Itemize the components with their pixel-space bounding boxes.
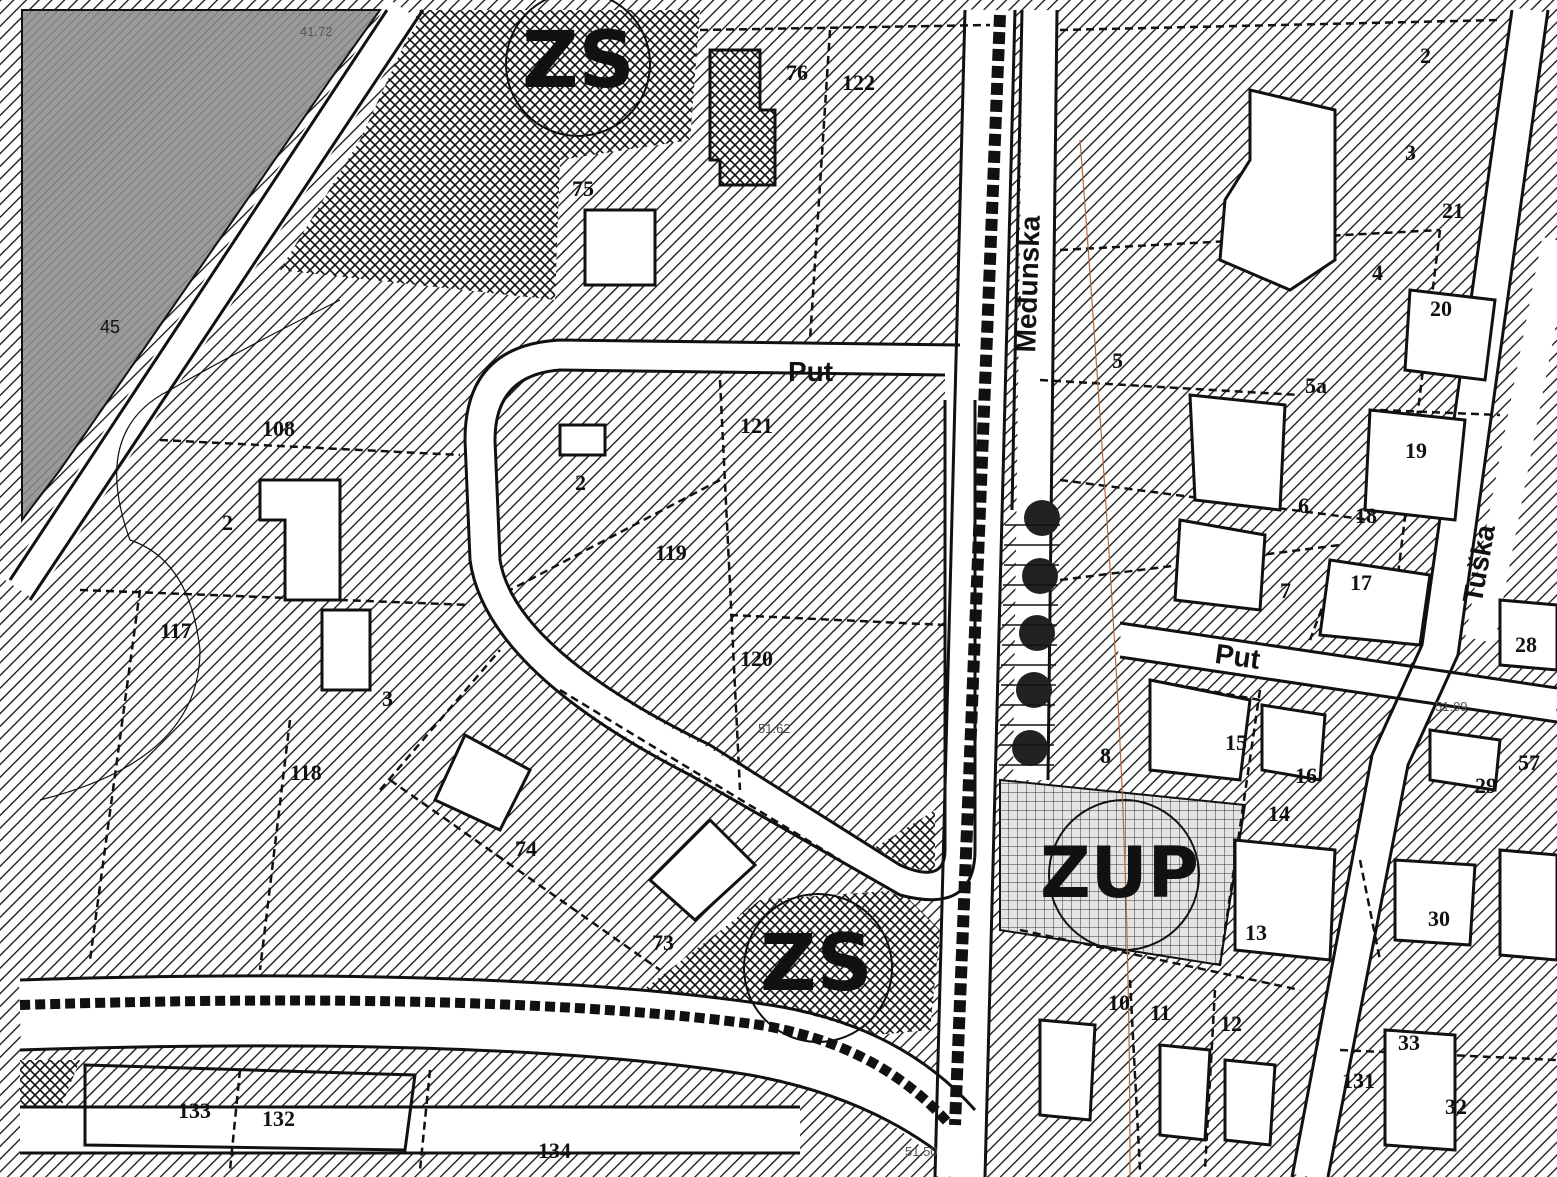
parcel-118: 118 xyxy=(290,760,322,785)
parcel-30: 30 xyxy=(1428,906,1450,931)
parcel-108: 108 xyxy=(262,416,295,441)
parcel-57: 57 xyxy=(1518,750,1540,775)
parcel-12: 12 xyxy=(1220,1011,1242,1036)
cross-hatched-edge xyxy=(20,1060,80,1110)
zs-top-area xyxy=(280,10,700,300)
parcel-131: 131 xyxy=(1342,1068,1375,1093)
parcel-5: 5 xyxy=(1112,348,1123,373)
parcel-4: 4 xyxy=(1372,260,1383,285)
zone-label-zup: ZUP xyxy=(1040,832,1199,914)
sidewalk-lines xyxy=(999,524,1060,766)
parcel-6: 6 xyxy=(1298,493,1309,518)
parcel-75: 75 xyxy=(572,176,594,201)
parcel-14: 14 xyxy=(1268,801,1290,826)
zone-label-zs-top: ZS xyxy=(522,16,635,106)
parcel-11: 11 xyxy=(1150,1000,1171,1025)
parcel-10: 10 xyxy=(1108,990,1130,1015)
parcel-74: 74 xyxy=(515,836,537,861)
parcel-28: 28 xyxy=(1515,632,1537,657)
parcel-21: 21 xyxy=(1442,198,1464,223)
parcel-2-left: 2 xyxy=(222,510,233,535)
parcel-2-right: 2 xyxy=(1420,43,1431,68)
street-label-put-top: Put xyxy=(788,356,834,387)
parcel-122: 122 xyxy=(842,70,875,95)
parcel-132: 132 xyxy=(262,1106,295,1131)
zs-top-circle xyxy=(505,0,651,137)
zup-circle xyxy=(1048,799,1200,951)
parcel-15: 15 xyxy=(1225,730,1247,755)
parcel-18: 18 xyxy=(1355,503,1377,528)
parcel-134: 134 xyxy=(538,1138,571,1163)
elevation-45: 45 xyxy=(100,317,121,337)
parcel-8: 8 xyxy=(1100,743,1111,768)
parcel-73: 73 xyxy=(652,930,674,955)
parcel-32: 32 xyxy=(1445,1094,1467,1119)
parcel-120: 120 xyxy=(740,646,773,671)
grey-zone xyxy=(21,9,382,523)
elevation-51-09: 51.09 xyxy=(1435,699,1468,714)
utility-line xyxy=(1079,139,1131,1177)
parcel-13: 13 xyxy=(1245,920,1267,945)
contour-line xyxy=(39,299,341,801)
parcel-17: 17 xyxy=(1350,570,1372,595)
parcel-16: 16 xyxy=(1295,763,1317,788)
railway-vertical xyxy=(949,14,1006,1126)
parcel-29: 29 xyxy=(1475,773,1497,798)
street-label-put-right: Put xyxy=(1213,638,1263,675)
railway-bottom xyxy=(19,995,954,1129)
parcel-119: 119 xyxy=(655,540,687,565)
elevation-41-72: 41.72 xyxy=(300,24,333,39)
parcel-121: 121 xyxy=(740,413,773,438)
parcel-33: 33 xyxy=(1398,1030,1420,1055)
elevation-51-50: 51.50 xyxy=(905,1144,938,1159)
parcel-117: 117 xyxy=(160,618,192,643)
buildings xyxy=(83,48,1557,1152)
street-label-medunska: Međunska xyxy=(1010,215,1046,353)
parcel-76: 76 xyxy=(786,60,808,85)
parcel-3-right: 3 xyxy=(1405,140,1416,165)
parcel-5a: 5a xyxy=(1305,373,1327,398)
parcel-7: 7 xyxy=(1280,578,1291,603)
parcel-133: 133 xyxy=(178,1098,211,1123)
zone-label-zs-bottom: ZS xyxy=(760,919,873,1009)
parcel-2-loop: 2 xyxy=(575,470,586,495)
road-edges xyxy=(8,9,1557,1177)
parcel-20: 20 xyxy=(1430,296,1452,321)
parcel-3-left: 3 xyxy=(382,686,393,711)
zs-bottom-circle xyxy=(743,893,893,1043)
parcel-19: 19 xyxy=(1405,438,1427,463)
elevation-51-62: 51.62 xyxy=(758,721,791,736)
